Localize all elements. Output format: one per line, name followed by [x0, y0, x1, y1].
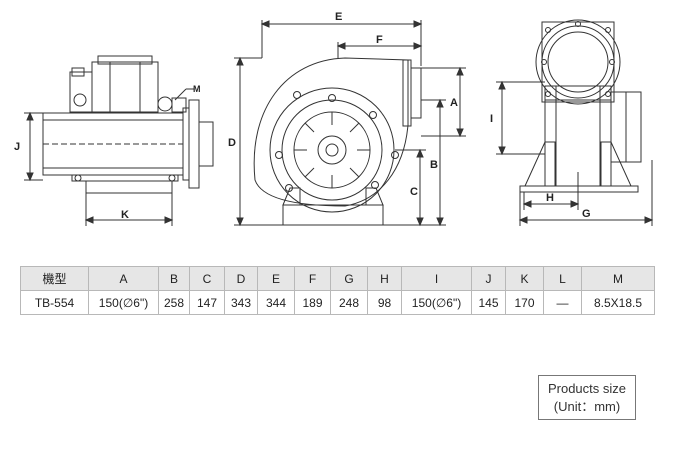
cell-h: 98	[367, 290, 402, 315]
table-row: TB-554 150(∅6") 258 147 343 344 189 248 …	[20, 290, 655, 315]
dim-c-label: C	[410, 186, 418, 198]
size-note-line1: Products size	[547, 381, 627, 396]
specification-table: 機型 A B C D E F G H I J K L M TB-554 150(…	[20, 266, 655, 315]
dim-j-label: J	[14, 141, 20, 153]
cell-model: TB-554	[20, 290, 89, 315]
dim-m-label: M	[193, 84, 201, 94]
front-view-drawing: E F D A B C	[228, 11, 466, 227]
cell-j: 145	[471, 290, 506, 315]
header-e: E	[257, 266, 295, 291]
cell-m: 8.5X18.5	[581, 290, 655, 315]
dim-i-label: I	[490, 113, 493, 125]
cell-i: 150(∅6")	[401, 290, 472, 315]
header-h: H	[367, 266, 402, 291]
header-a: A	[88, 266, 159, 291]
cell-l: —	[543, 290, 582, 315]
dim-b-label: B	[430, 159, 438, 171]
cell-f: 189	[294, 290, 331, 315]
dim-f-label: F	[376, 34, 383, 46]
header-b: B	[158, 266, 190, 291]
dim-a-label: A	[450, 97, 458, 109]
dim-e-label: E	[335, 11, 342, 23]
products-size-note: Products size (Unit：mm)	[538, 375, 636, 420]
header-i: I	[401, 266, 472, 291]
dim-g-label: G	[582, 208, 591, 220]
header-l: L	[543, 266, 582, 291]
header-model: 機型	[20, 266, 89, 291]
table-header-row: 機型 A B C D E F G H I J K L M	[20, 266, 655, 291]
size-note-line2: (Unit：mm)	[553, 399, 621, 414]
header-k: K	[505, 266, 544, 291]
cell-b: 258	[158, 290, 190, 315]
dim-h-label: H	[546, 192, 554, 204]
dim-k-label: K	[121, 209, 129, 221]
end-view-drawing: I H G	[490, 19, 654, 226]
cell-c: 147	[189, 290, 225, 315]
header-g: G	[330, 266, 368, 291]
side-view-drawing: J M K	[14, 55, 214, 226]
cell-a: 150(∅6")	[88, 290, 159, 315]
header-d: D	[224, 266, 258, 291]
cell-e: 344	[257, 290, 295, 315]
cell-k: 170	[505, 290, 544, 315]
header-f: F	[294, 266, 331, 291]
technical-drawings: J M K	[14, 11, 654, 227]
cell-d: 343	[224, 290, 258, 315]
cell-g: 248	[330, 290, 368, 315]
dim-d-label: D	[228, 137, 236, 149]
header-m: M	[581, 266, 655, 291]
header-c: C	[189, 266, 225, 291]
header-j: J	[471, 266, 506, 291]
